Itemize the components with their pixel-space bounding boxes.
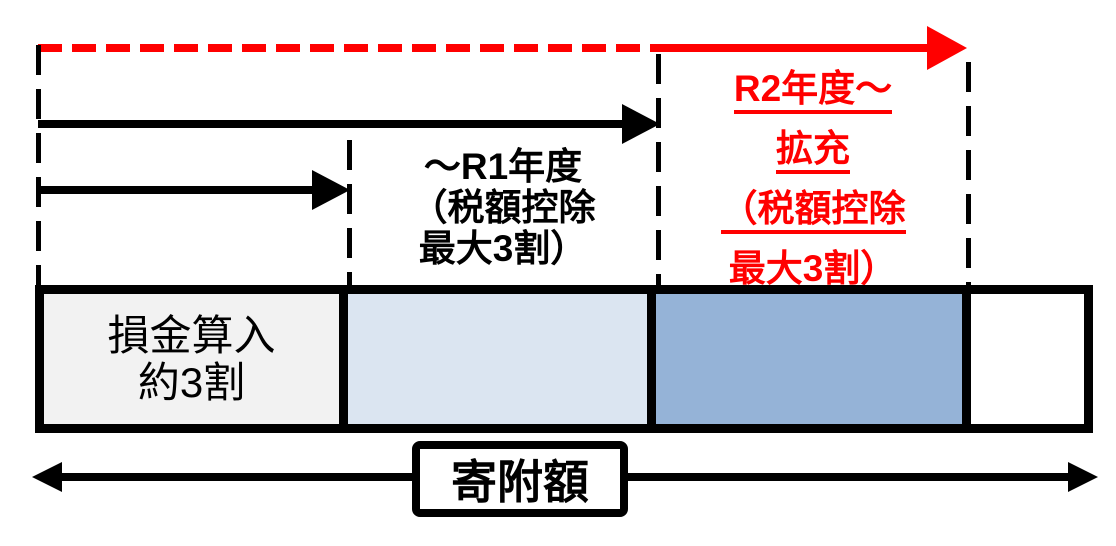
red-arrow-head-icon bbox=[927, 26, 967, 70]
bar-segment-r1-tax-credit bbox=[348, 294, 656, 424]
donation-amount-label: 寄附額 bbox=[451, 456, 589, 508]
r1-period-label-line: 最大3割） bbox=[418, 228, 588, 269]
donation-amount-box: 寄附額 bbox=[412, 441, 628, 517]
r2-period-label-line: （税額控除 bbox=[660, 182, 966, 242]
r1-period-label-line: ～R1年度 bbox=[423, 146, 583, 187]
loss-deduction-scope-arrow-line bbox=[38, 186, 312, 194]
dashed-boundary-line-r2-start bbox=[656, 54, 661, 285]
donation-range-arrow-right-head-icon bbox=[1068, 462, 1098, 492]
loss-deduction-label-line: 約3割 bbox=[137, 359, 246, 406]
r1-period-label-line: （税額控除 bbox=[410, 187, 596, 228]
red-arrow-solid-line bbox=[650, 44, 927, 52]
loss-deduction-scope-arrow-head-icon bbox=[312, 170, 350, 210]
bar-segment-r2-expansion bbox=[656, 294, 971, 424]
donation-range-arrow-left-head-icon bbox=[32, 462, 62, 492]
red-arrow-dashed-line bbox=[38, 44, 652, 52]
dashed-boundary-line-r2-end bbox=[966, 62, 971, 285]
r1-scope-arrow-head-icon bbox=[622, 104, 660, 144]
r2-period-label: R2年度～ 拡充 （税額控除 最大3割） bbox=[660, 62, 966, 302]
bar-segment-loss-deduction: 損金算入 約3割 bbox=[44, 294, 348, 424]
bar-segment-remainder bbox=[971, 294, 1084, 424]
r2-period-label-line: R2年度～ bbox=[660, 62, 966, 122]
dashed-boundary-line-left bbox=[36, 45, 41, 285]
r1-period-label: ～R1年度 （税額控除 最大3割） bbox=[352, 146, 654, 269]
loss-deduction-label-line: 損金算入 bbox=[107, 312, 276, 359]
r1-scope-arrow-line bbox=[38, 120, 622, 128]
donation-bar: 損金算入 約3割 bbox=[35, 285, 1093, 433]
dashed-boundary-line-r1-start bbox=[347, 140, 352, 285]
r2-period-label-line: 拡充 bbox=[660, 122, 966, 182]
